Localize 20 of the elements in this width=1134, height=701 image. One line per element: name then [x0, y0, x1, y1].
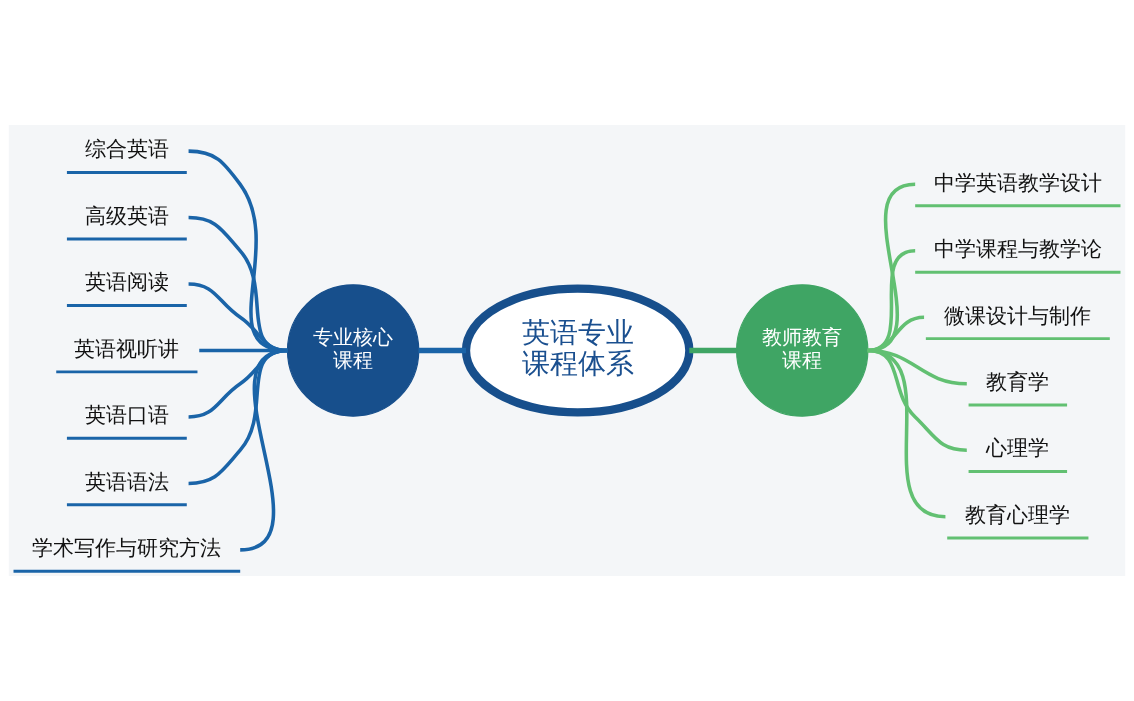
node-text: 综合英语: [84, 136, 169, 162]
node-circle: 专业核心课程: [286, 284, 420, 417]
node-text: 教育心理学: [965, 501, 1071, 527]
node-circle: 教师教育课程: [736, 284, 869, 417]
node-ellipse: 英语专业课程体系: [461, 284, 694, 417]
node-text: 英语阅读: [84, 269, 169, 295]
node-text: 中学英语教学设计: [933, 169, 1102, 195]
node-text: 英语语法: [84, 468, 169, 494]
node-text: 学术写作与研究方法: [32, 535, 222, 561]
node-text: 教育学: [986, 368, 1050, 394]
node-text: 高级英语: [84, 202, 169, 228]
connector: [418, 347, 467, 354]
node-text: 英语视听讲: [74, 335, 180, 361]
node-text: 中学课程与教学论: [933, 236, 1102, 262]
node-text: 英语口语: [84, 402, 169, 428]
node-text: 微课设计与制作: [944, 302, 1092, 328]
connector: [867, 348, 967, 452]
connector: [239, 348, 289, 552]
node-text: 心理学: [986, 435, 1050, 461]
connector: [689, 347, 737, 354]
